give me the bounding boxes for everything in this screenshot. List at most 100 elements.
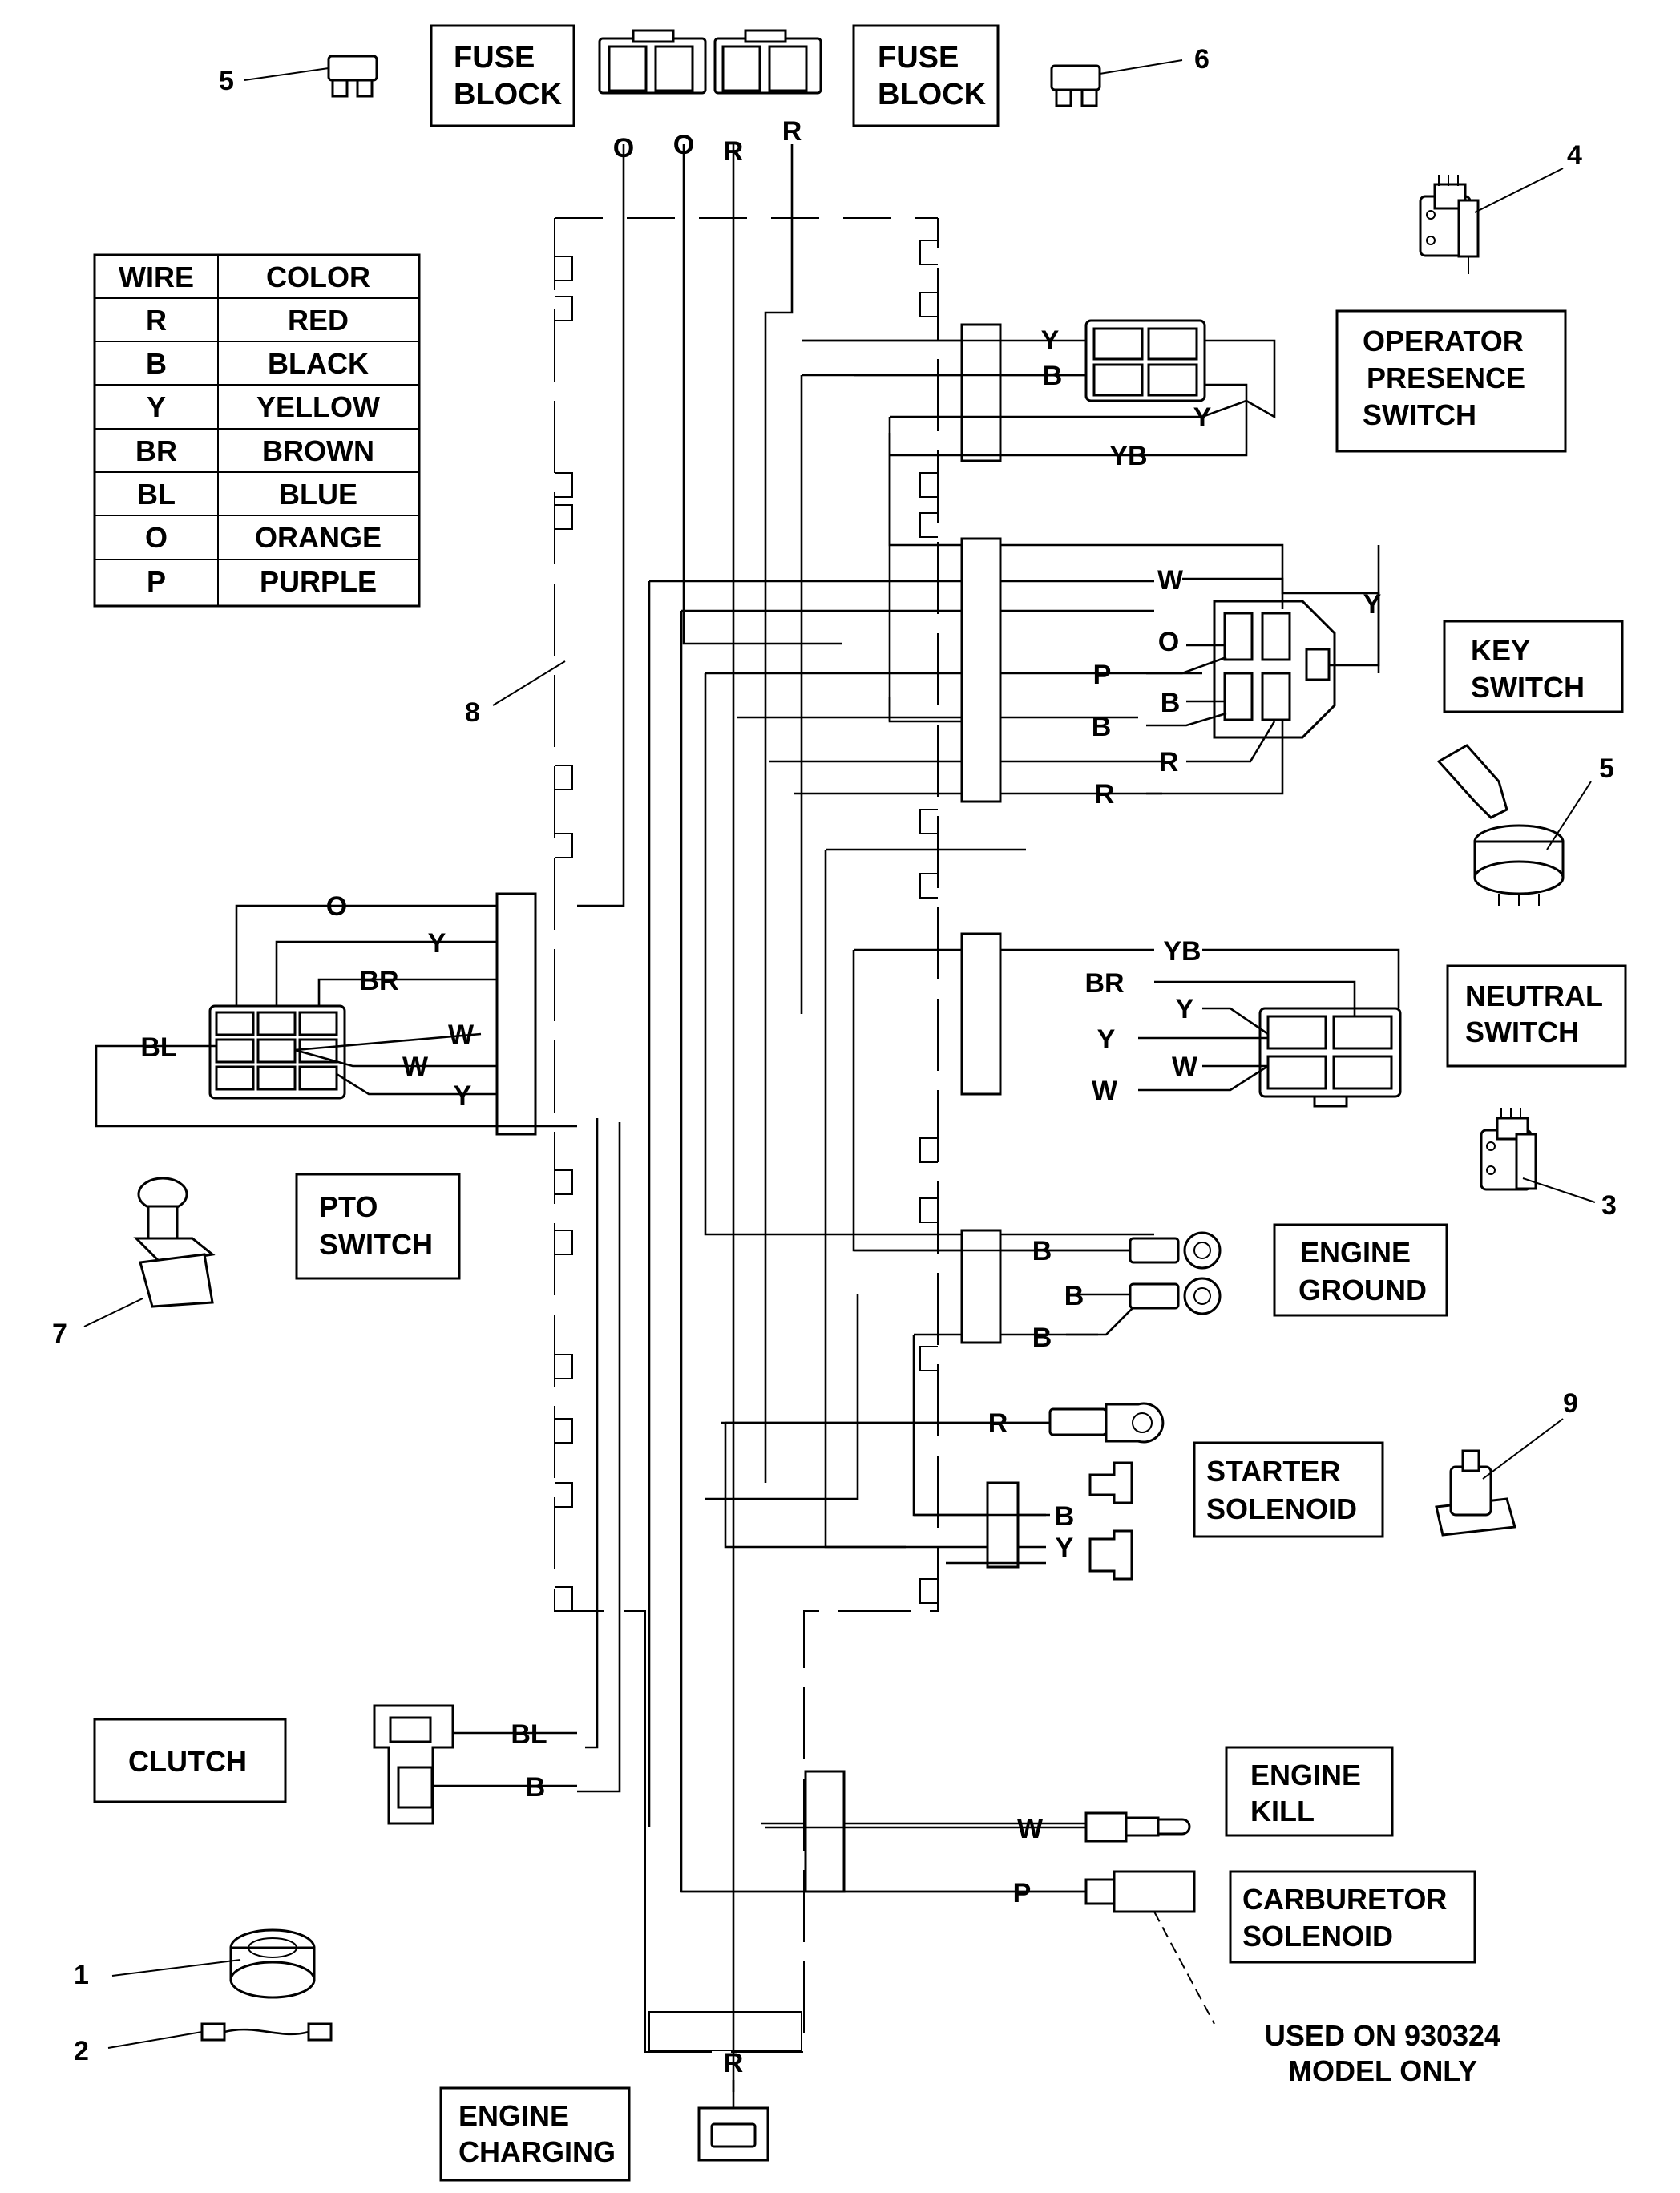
legend-color: BLUE — [279, 478, 357, 511]
pto-wire-w1: W — [448, 1020, 475, 1050]
carburetor-solenoid: P — [681, 1870, 1215, 2025]
svg-text:SOLENOID: SOLENOID — [1242, 1920, 1393, 1953]
operator-connector: Y B Y YB — [802, 319, 1380, 673]
clutch-icon: 1 — [74, 1928, 316, 1999]
legend-code: R — [146, 304, 167, 337]
svg-text:5: 5 — [1599, 753, 1614, 784]
svg-text:GROUND: GROUND — [1298, 1274, 1427, 1307]
svg-text:7: 7 — [52, 1319, 67, 1349]
clutch-wire-b: B — [526, 1772, 546, 1803]
svg-text:CHARGING: CHARGING — [458, 2135, 616, 2168]
svg-text:FUSE: FUSE — [878, 41, 959, 75]
model-note: USED ON 930324 MODEL ONLY — [1265, 2019, 1500, 2087]
fuse-wire-o1: O — [613, 133, 634, 164]
svg-text:CARBURETOR: CARBURETOR — [1242, 1883, 1447, 1916]
engine-kill-label: ENGINE KILL — [1225, 1746, 1394, 1837]
starter-wire-y: Y — [1056, 1533, 1074, 1563]
harness-outline — [554, 217, 939, 2053]
legend-code: BL — [137, 478, 176, 511]
legend-color: BROWN — [262, 434, 374, 467]
neutral-wire-br: BR — [1084, 968, 1124, 999]
neutral-wire-yb: YB — [1163, 936, 1201, 967]
pto-switch-icon: 7 — [52, 1177, 216, 1349]
ground-wire-b3: B — [1032, 1323, 1052, 1353]
legend-code: Y — [147, 390, 166, 423]
svg-text:SWITCH: SWITCH — [1471, 671, 1585, 704]
legend-color: BLACK — [268, 347, 369, 380]
legend-code: B — [146, 347, 167, 380]
svg-text:BLOCK: BLOCK — [454, 78, 563, 111]
starter-solenoid-label: STARTER SOLENOID — [1193, 1441, 1384, 1538]
starter-wire-r: R — [988, 1408, 1008, 1439]
key-wire-w: W — [1157, 565, 1184, 596]
svg-text:FUSE: FUSE — [454, 41, 535, 75]
pto-switch-label: PTO SWITCH — [295, 1173, 461, 1280]
svg-text:CLUTCH: CLUTCH — [128, 1745, 247, 1778]
svg-text:SWITCH: SWITCH — [1465, 1016, 1579, 1048]
engine-charging-label: ENGINE CHARGING — [439, 2086, 631, 2182]
note-line-2: MODEL ONLY — [1288, 2054, 1477, 2087]
op-wire-y2: Y — [1193, 402, 1212, 433]
charging-wire-r: R — [724, 2048, 744, 2078]
fuse-icon-right: 6 — [1050, 44, 1210, 107]
key-wire-r1: R — [1159, 747, 1179, 777]
svg-text:4: 4 — [1567, 140, 1582, 171]
engine-ground-label: ENGINE GROUND — [1273, 1223, 1448, 1317]
legend-color: RED — [288, 304, 349, 337]
pto-wire-br: BR — [359, 966, 398, 996]
legend-code: O — [145, 521, 168, 554]
svg-text:ENGINE: ENGINE — [458, 2099, 569, 2132]
svg-text:9: 9 — [1563, 1388, 1578, 1419]
neutral-switch-icon: 3 — [1480, 1108, 1617, 1221]
svg-text:BLOCK: BLOCK — [878, 78, 987, 111]
pto-wire-y1: Y — [428, 928, 446, 959]
svg-text:ENGINE: ENGINE — [1250, 1759, 1361, 1791]
engine-kill: W — [765, 1770, 1191, 1893]
fuse-wire-labels: O O R R — [613, 116, 802, 167]
svg-text:KILL: KILL — [1250, 1795, 1315, 1828]
fuse-block-right-label: FUSE BLOCK — [852, 24, 1000, 127]
svg-text:PTO: PTO — [319, 1190, 378, 1223]
svg-text:ENGINE: ENGINE — [1300, 1236, 1411, 1269]
clutch-jumper-icon: 2 — [74, 2022, 333, 2066]
neutral-wire-w1: W — [1172, 1052, 1198, 1082]
neutral-wire-w2: W — [1092, 1076, 1118, 1106]
key-wire-b1: B — [1161, 688, 1181, 718]
note-line-1: USED ON 930324 — [1265, 2019, 1500, 2052]
svg-text:8: 8 — [465, 697, 480, 728]
engine-ground: B B B — [854, 1229, 1222, 1353]
fuse-block-left-label: FUSE BLOCK — [430, 24, 575, 127]
neutral-switch-connector: YB BR Y Y W W — [960, 932, 1402, 1108]
neutral-wire-y1: Y — [1176, 994, 1194, 1024]
svg-text:SOLENOID: SOLENOID — [1206, 1492, 1357, 1525]
svg-text:PRESENCE: PRESENCE — [1367, 361, 1525, 394]
key-switch-icon: 5 — [1436, 744, 1614, 906]
carb-wire-p: P — [1013, 1878, 1032, 1908]
key-switch-connector: W Y O P B B R R — [960, 537, 1382, 810]
pto-wire-y2: Y — [454, 1080, 472, 1111]
op-wire-yb: YB — [1109, 441, 1147, 471]
clutch-label: CLUTCH — [93, 1718, 287, 1803]
clutch-connector: BL B — [373, 1704, 577, 1825]
pto-wire-w2: W — [402, 1052, 429, 1082]
starter-solenoid: R B Y — [721, 1402, 1165, 1581]
svg-text:SWITCH: SWITCH — [319, 1228, 433, 1261]
svg-text:OPERATOR: OPERATOR — [1363, 325, 1524, 357]
svg-text:6: 6 — [1194, 44, 1210, 75]
legend-header-color: COLOR — [266, 260, 370, 293]
op-wire-b: B — [1043, 361, 1063, 391]
ground-wire-b1: B — [1032, 1236, 1052, 1266]
kill-wire-w: W — [1017, 1814, 1044, 1844]
legend-code: BR — [135, 434, 177, 467]
key-wire-y: Y — [1363, 589, 1382, 620]
legend-header-wire: WIRE — [119, 260, 194, 293]
svg-text:SWITCH: SWITCH — [1363, 398, 1476, 431]
key-wire-p: P — [1093, 660, 1112, 690]
neutral-wire-y2: Y — [1097, 1024, 1116, 1055]
pto-switch-connector: O Y BR BL W W Y — [95, 891, 577, 1136]
svg-text:STARTER: STARTER — [1206, 1455, 1340, 1488]
svg-text:1: 1 — [74, 1960, 89, 1990]
fuse-wire-o2: O — [673, 130, 694, 160]
svg-text:2: 2 — [74, 2036, 89, 2066]
